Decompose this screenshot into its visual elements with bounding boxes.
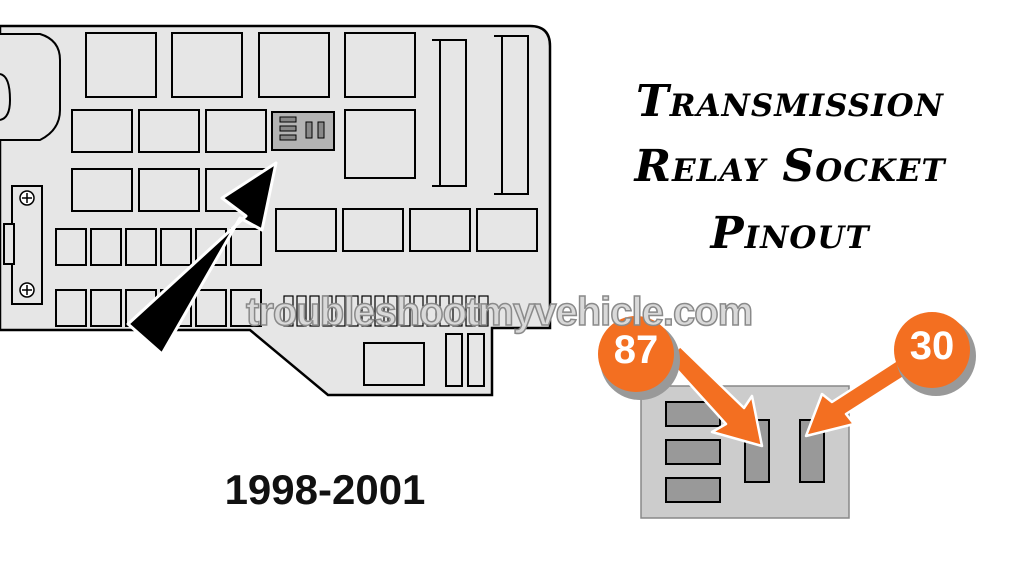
screw-icon — [3, 185, 43, 305]
relay — [138, 168, 200, 212]
relay — [138, 109, 200, 153]
socket-terminal — [665, 439, 721, 465]
fuse — [55, 228, 87, 266]
relay — [363, 342, 425, 386]
relay — [71, 109, 133, 153]
relay — [342, 208, 404, 252]
connector-bracket — [494, 35, 529, 195]
mini-fuse-strip — [283, 295, 489, 327]
fuse — [90, 228, 122, 266]
title-line-2: Relay Socket — [634, 141, 946, 192]
title-line-3: Pinout — [710, 208, 870, 259]
fuse — [230, 228, 262, 266]
relay — [85, 32, 157, 98]
relay — [171, 32, 243, 98]
pin-label-30: 30 — [909, 324, 955, 368]
arrow-icon — [666, 344, 914, 448]
relay — [409, 208, 471, 252]
title-line-1: Transmission — [635, 76, 945, 127]
fuse — [467, 333, 485, 387]
watermark: troubleshootmyvehicle.com — [245, 289, 754, 335]
relay — [258, 32, 330, 98]
relay-icon — [271, 111, 335, 151]
pin-badge-30 — [894, 312, 976, 396]
fuse — [55, 289, 87, 327]
fuse — [445, 333, 463, 387]
left-component — [0, 33, 61, 141]
connector-bracket — [432, 39, 467, 187]
fuse — [90, 289, 122, 327]
socket-terminal — [665, 477, 721, 503]
pin-badge-87 — [598, 316, 680, 400]
pin-label-87: 87 — [613, 328, 659, 372]
relay — [344, 32, 416, 98]
model-years: 1998-2001 — [224, 466, 426, 513]
relay — [476, 208, 538, 252]
relay — [344, 109, 416, 179]
fuse — [230, 289, 262, 327]
relay — [71, 168, 133, 212]
relay — [275, 208, 337, 252]
fuse — [195, 289, 227, 327]
arrow-icon — [126, 161, 278, 356]
relay — [205, 109, 267, 153]
fuse — [125, 228, 157, 266]
fuse — [160, 228, 192, 266]
